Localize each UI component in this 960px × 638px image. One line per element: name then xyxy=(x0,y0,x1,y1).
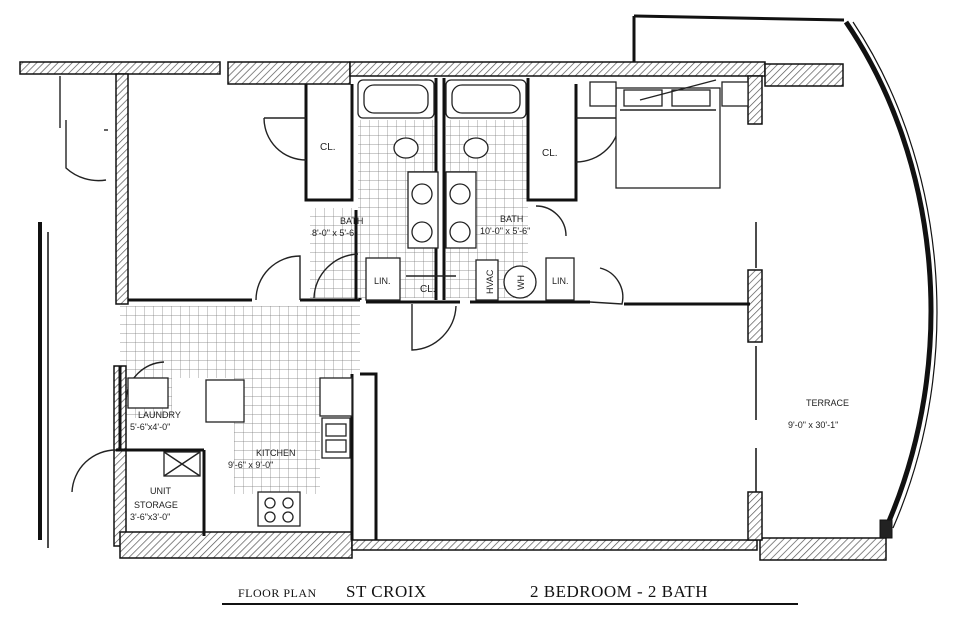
kitchen-size: 9'-6" x 9'-0" xyxy=(228,460,273,470)
bath-1-name: BATH xyxy=(340,216,363,226)
storage-name-1: UNIT xyxy=(150,486,171,496)
terrace-name: TERRACE xyxy=(806,398,849,408)
laundry-name: LAUNDRY xyxy=(138,410,181,420)
door-swings xyxy=(59,76,624,493)
linen-1-label: LIN. xyxy=(374,276,391,286)
laundry-size: 5'-6"x4'-0" xyxy=(130,422,170,432)
bath-1-size: 8'-0" x 5'-6" xyxy=(312,228,357,238)
plan-name: ST CROIX xyxy=(346,582,427,601)
unit-type: 2 BEDROOM - 2 BATH xyxy=(530,582,708,601)
closet-2-label: CL. xyxy=(542,148,558,159)
terrace-railing xyxy=(38,14,938,548)
bed xyxy=(589,79,749,189)
utility-fixtures xyxy=(365,257,575,301)
closet-3-label: CL. xyxy=(420,284,436,295)
water-heater-label: WH xyxy=(516,275,526,290)
exterior-walls xyxy=(19,61,887,561)
storage-size: 3'-6"x3'-0" xyxy=(130,512,170,522)
title-block: FLOOR PLAN ST CROIX 2 BEDROOM - 2 BATH xyxy=(222,582,798,605)
room-labels: CL. CL. CL. BATH 8'-0" x 5'-6" BATH 10'-… xyxy=(130,142,849,522)
linen-2-label: LIN. xyxy=(552,276,569,286)
bath-2-size: 10'-0" x 5'-6" xyxy=(480,226,530,236)
title-prefix: FLOOR PLAN xyxy=(238,586,317,600)
bath-2-name: BATH xyxy=(500,214,523,224)
terrace-size: 9'-0" x 30'-1" xyxy=(788,420,838,430)
storage-name-2: STORAGE xyxy=(134,500,178,510)
hvac-label: HVAC xyxy=(485,269,495,294)
closet-1-label: CL. xyxy=(320,142,336,153)
kitchen-fixtures xyxy=(127,377,353,527)
kitchen-name: KITCHEN xyxy=(256,448,296,458)
bath-fixtures xyxy=(357,79,527,249)
